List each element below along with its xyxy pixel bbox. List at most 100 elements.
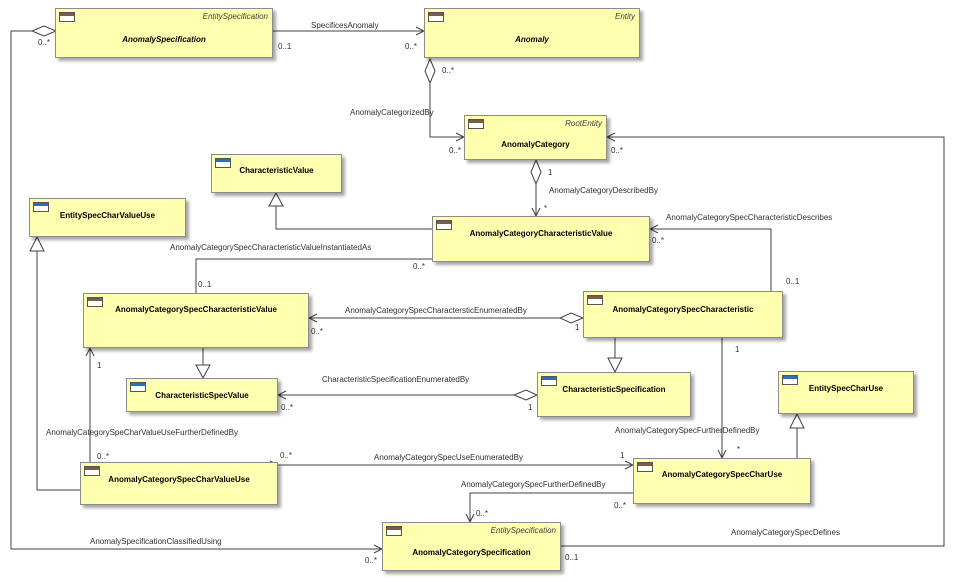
class-anomaly-category-spec-char-use[interactable]: AnomalyCategorySpecCharUse: [633, 458, 811, 504]
multiplicity-label: 0..*: [281, 403, 294, 412]
class-icon: [87, 297, 103, 307]
multiplicity-label: 0..*: [413, 262, 426, 271]
class-anomaly[interactable]: Entity Anomaly: [424, 8, 640, 58]
multiplicity-label: 1: [575, 323, 580, 332]
gen-triangle-entity-spec-char-use: [789, 412, 805, 429]
aggregation-diamond-anomaly-specification: [30, 25, 58, 37]
assoc-label: AnomalyCategorySpecUseEnumeratedBy: [374, 453, 523, 462]
stereotype-label: Entity: [614, 12, 635, 21]
multiplicity-label: 0..1: [786, 277, 800, 286]
class-anomaly-specification[interactable]: EntitySpecification AnomalySpecification: [55, 8, 273, 58]
multiplicity-label: 1: [735, 345, 740, 354]
class-icon: [782, 375, 798, 385]
assoc-spec-characteristic-describes: [650, 229, 772, 291]
class-icon: [637, 462, 653, 472]
assoc-label: AnomalyCategorySpecCharacteristicDescrib…: [666, 213, 833, 222]
multiplicity-label: 0..*: [38, 38, 51, 47]
class-icon: [130, 382, 146, 392]
gen-triangle-spec-value: [195, 364, 211, 380]
stereotype-label: RootEntity: [565, 119, 602, 128]
multiplicity-label: *: [737, 445, 741, 454]
class-anomaly-category-spec-characteristic-value[interactable]: AnomalyCategorySpecCharacteristicValue: [83, 293, 309, 348]
gen-triangle-characteristic-specification: [607, 357, 623, 374]
assoc-label: AnomalyCategorySpeCharValueUseFurtherDef…: [46, 428, 238, 437]
assoc-label: AnomalySpecificationClassifiedUsing: [90, 537, 222, 546]
class-name: AnomalyCategorySpecCharacteristicValue: [115, 305, 277, 314]
class-icon: [386, 526, 402, 536]
class-icon: [215, 158, 231, 168]
multiplicity-label: 0..1: [278, 42, 292, 51]
multiplicity-label: *: [544, 204, 548, 213]
assoc-label: SpecificesAnomaly: [311, 21, 379, 30]
aggregation-diamond-characteristic-specification: [512, 389, 539, 401]
assoc-label: CharacteristicSpecificationEnumeratedBy: [322, 375, 470, 384]
gen-to-entity-spec-char-value-use: [36, 251, 80, 491]
class-anomaly-category-specification[interactable]: EntitySpecification AnomalyCategorySpeci…: [382, 522, 561, 571]
class-entity-spec-char-use[interactable]: EntitySpecCharUse: [778, 371, 914, 414]
class-icon: [428, 12, 444, 22]
assoc-label: AnomalyCategorySpecFurtherDefinedBy: [615, 426, 760, 435]
class-name: AnomalyCategory: [501, 140, 570, 149]
class-characteristic-spec-value[interactable]: CharacteristicSpecValue: [126, 378, 278, 412]
assoc-label: AnomalyCategorySpecCharacteristicValueIn…: [170, 243, 372, 252]
multiplicity-label: 0..*: [476, 509, 489, 518]
class-anomaly-category-spec-char-value-use[interactable]: AnomalyCategorySpecCharValueUse: [80, 462, 278, 505]
multiplicity-label: 0..*: [97, 452, 110, 461]
multiplicity-label: 1: [620, 451, 625, 460]
assoc-label: AnomalyCategoryDescribedBy: [549, 186, 658, 195]
multiplicity-label: 0..1: [198, 280, 212, 289]
class-anomaly-category[interactable]: RootEntity AnomalyCategory: [464, 115, 607, 160]
assoc-spec-defines: [561, 137, 945, 546]
class-name: AnomalyCategorySpecCharacteristic: [612, 305, 754, 314]
class-icon: [84, 466, 100, 476]
multiplicity-label: 1: [528, 403, 533, 412]
assoc-label: AnomalyCategorySpecCharactersticEnumerat…: [345, 306, 527, 315]
class-anomaly-category-spec-characteristic[interactable]: AnomalyCategorySpecCharacteristic: [583, 291, 783, 338]
assoc-label: AnomalyCategorizedBy: [350, 108, 434, 117]
class-name: Anomaly: [515, 35, 549, 44]
assoc-spec-further-defined-by-bottom: [470, 492, 633, 522]
class-name: AnomalyCategorySpecCharUse: [661, 470, 783, 479]
aggregation-diamond-spec-characteristic: [558, 312, 585, 324]
class-name: AnomalyCategoryCharacteristicValue: [469, 229, 613, 238]
gen-to-characteristic-value: [275, 206, 432, 230]
multiplicity-label: 0..*: [442, 66, 455, 75]
class-entity-spec-char-value-use[interactable]: EntitySpecCharValueUse: [29, 198, 186, 237]
class-name: CharacteristicSpecification: [562, 385, 666, 394]
multiplicity-label: 0..*: [311, 327, 324, 336]
stereotype-label: EntitySpecification: [202, 12, 268, 21]
assoc-label: AnomalyCategorySpecFurtherDefinedBy: [461, 480, 606, 489]
class-name: AnomalyCategorySpecification: [412, 548, 531, 557]
multiplicity-label: 0..*: [611, 146, 624, 155]
multiplicity-label: 1: [97, 361, 102, 370]
multiplicity-label: 0..*: [280, 451, 293, 460]
class-icon: [59, 12, 75, 22]
gen-triangle-characteristic-value: [268, 191, 284, 207]
class-characteristic-value[interactable]: CharacteristicValue: [211, 154, 342, 193]
class-name: EntitySpecCharUse: [808, 384, 884, 393]
assoc-label: AnomalyCategorySpecDefines: [731, 528, 840, 537]
multiplicity-label: 1: [548, 168, 553, 177]
gen-triangle-entity-spec-char-value-use: [29, 235, 45, 252]
multiplicity-label: 0..1: [565, 553, 579, 562]
multiplicity-label: 0..*: [405, 42, 418, 51]
aggregation-diamond-category: [530, 158, 542, 186]
class-name: EntitySpecCharValueUse: [59, 211, 156, 220]
aggregation-diamond-anomaly: [424, 57, 436, 85]
multiplicity-label: 0..*: [449, 146, 462, 155]
class-name: AnomalySpecification: [122, 35, 206, 44]
class-icon: [33, 202, 49, 212]
class-anomaly-category-characteristic-value[interactable]: AnomalyCategoryCharacteristicValue: [432, 216, 650, 262]
class-icon: [541, 376, 557, 386]
assoc-spec-char-value-instantiated-as: [195, 258, 432, 293]
class-characteristic-specification[interactable]: CharacteristicSpecification: [537, 372, 691, 417]
multiplicity-label: 0..*: [614, 501, 627, 510]
multiplicity-label: 0..*: [365, 556, 378, 565]
class-icon: [436, 220, 452, 230]
assoc-specification-classified-using: [10, 30, 382, 550]
class-name: CharacteristicSpecValue: [155, 391, 249, 400]
class-icon: [468, 119, 484, 129]
class-icon: [587, 295, 603, 305]
class-name: AnomalyCategorySpecCharValueUse: [108, 475, 250, 484]
